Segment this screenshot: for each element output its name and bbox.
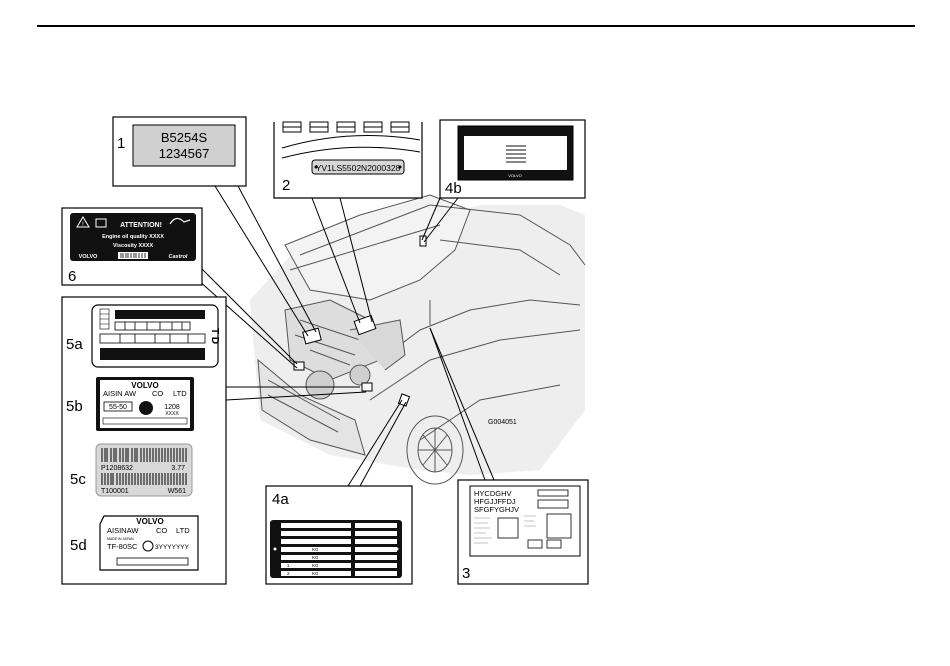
label-6-oil-quality: ! ATTENTION! Engine oil quality XXXX Vis… <box>61 207 203 286</box>
plate-5c-value: 3.77 <box>171 465 185 472</box>
callout-1: 1 <box>117 135 125 152</box>
plate-5c-suffix: W561 <box>168 488 186 495</box>
plate-5c-code: P1208632 <box>101 465 133 472</box>
plate-5c-serial: T100001 <box>101 488 129 495</box>
callout-5b: 5b <box>66 398 83 415</box>
label-4b-plate: VOLVO 4b <box>439 119 586 199</box>
label-2-vin-plate: YV1LS5502N2000328 2 <box>273 121 423 199</box>
plate-5d-co: CO <box>156 526 167 535</box>
plate-5b-brand: VOLVO <box>131 381 158 390</box>
oil-can-icon <box>169 217 191 225</box>
engine-serial: 1234567 <box>159 146 210 161</box>
plate-5b-maker: AISIN AW <box>103 389 137 398</box>
top-rule <box>37 25 915 27</box>
callout-2: 2 <box>282 177 290 194</box>
plate-4a-num-1: 1 <box>287 563 290 568</box>
plate-5d-brand: VOLVO <box>136 517 163 526</box>
callout-5d: 5d <box>70 537 87 554</box>
vin-number: YV1LS5502N2000328 <box>316 163 401 173</box>
plate-5b-ltd: LTD <box>173 389 187 398</box>
book-icon <box>95 218 107 228</box>
plate-4a-num-2: 2 <box>287 571 290 576</box>
oil-viscosity-line: Viscosity XXXX <box>113 243 154 249</box>
label-5-group-transmission: 5a T D 5b VOLVO AISIN AW CO LTD 55-50 12… <box>61 296 227 585</box>
plate-3-line-3: SFGFYGHJV <box>474 505 519 514</box>
callout-4a: 4a <box>272 491 289 508</box>
plate-4a-row-1: KG <box>312 547 319 552</box>
plate-5b-model: 55-50 <box>109 404 127 411</box>
car-illustration <box>250 194 586 485</box>
oil-castrol-brand: Castrol <box>169 254 188 260</box>
label-1-engine-number: 1 B5254S 1234567 <box>112 116 247 187</box>
plate-5d-maker: AISINAW <box>107 526 139 535</box>
plate-4a-row-2: KG <box>312 555 319 560</box>
callout-4b: 4b <box>445 180 462 197</box>
plate-5b-code2: XXXX <box>165 411 179 417</box>
barcode-bottom <box>101 473 187 485</box>
plate-5d-model: TF-80SC <box>107 542 138 551</box>
volvo-mark-4b: VOLVO <box>508 173 522 178</box>
callout-5a: 5a <box>66 336 83 353</box>
figure-code: G004051 <box>488 419 517 426</box>
plate-3-line-1: HYCDGHV <box>474 489 512 498</box>
plate-3-line-2: HFGJJFFDJ <box>474 497 516 506</box>
plate-5d-code: 3YYYYYYY <box>155 544 190 551</box>
label-4a-plate: 4a KG KG KG KG 1 2 <box>265 485 413 585</box>
leader-lines <box>197 185 495 487</box>
oil-attention-title: ATTENTION! <box>120 222 162 229</box>
svg-text:!: ! <box>82 222 84 228</box>
barcode-top <box>101 448 187 462</box>
callout-5c: 5c <box>70 471 86 488</box>
plate-5a-side-text: T D <box>209 328 220 344</box>
oil-quality-line: Engine oil quality XXXX <box>102 234 164 240</box>
plate-5b-code: 1208 <box>164 404 180 411</box>
plate-5b-co: CO <box>152 389 163 398</box>
callout-6: 6 <box>68 268 76 285</box>
plate-5d-ltd: LTD <box>176 526 190 535</box>
callout-3: 3 <box>462 565 470 582</box>
label-3-plate: HYCDGHV HFGJJFFDJ SFGFYGHJV 3 <box>457 479 589 585</box>
plate-4a-row-3: KG <box>312 563 319 568</box>
oil-volvo-brand: VOLVO <box>79 254 99 260</box>
engine-type: B5254S <box>161 130 208 145</box>
plate-5d-made-in: MADE IN JAPAN <box>107 537 134 541</box>
plate-4a-row-4: KG <box>312 571 319 576</box>
